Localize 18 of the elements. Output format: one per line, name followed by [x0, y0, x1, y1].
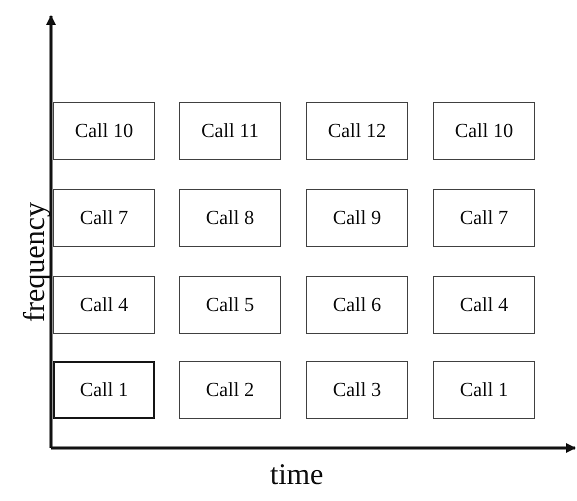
call-slot-box: Call 10: [433, 102, 535, 160]
call-slot-box: Call 12: [306, 102, 408, 160]
call-slot-box: Call 4: [53, 276, 155, 334]
call-slot-box: Call 3: [306, 361, 408, 419]
call-slot-box: Call 1: [53, 361, 155, 419]
axis-label: frequency: [18, 201, 52, 324]
call-slot-box: Call 11: [179, 102, 281, 160]
call-slot-box: Call 9: [306, 189, 408, 247]
call-slot-box: Call 10: [53, 102, 155, 160]
call-slot-box: Call 8: [179, 189, 281, 247]
call-slot-box: Call 2: [179, 361, 281, 419]
call-slot-box: Call 4: [433, 276, 535, 334]
call-slot-box: Call 7: [53, 189, 155, 247]
axis-label: time: [270, 458, 324, 492]
call-slot-box: Call 6: [306, 276, 408, 334]
call-slot-box: Call 7: [433, 189, 535, 247]
call-slot-box: Call 1: [433, 361, 535, 419]
call-slot-box: Call 5: [179, 276, 281, 334]
